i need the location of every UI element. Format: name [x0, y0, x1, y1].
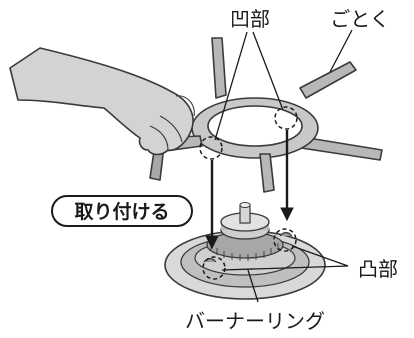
label-attach: 取り付ける: [74, 200, 169, 223]
leader-concave-right: [252, 31, 284, 111]
leader-concave-left: [214, 31, 248, 141]
trivet-arm-right: [299, 61, 357, 99]
leader-convex-right: [291, 245, 349, 267]
label-burner-ring: バーナーリング: [185, 309, 325, 333]
label-trivet: ごとく: [330, 7, 389, 31]
convex-highlight-right: [273, 228, 297, 252]
label-concave: 凹部: [230, 7, 270, 31]
sensor-pin-top: [239, 202, 251, 208]
convex-bump-right: [279, 231, 293, 237]
attach-badge: [51, 195, 193, 227]
glove-finger-line-2: [159, 115, 183, 143]
leader-trivet: [329, 29, 353, 73]
glove-thumb: [175, 95, 195, 117]
trivet-ring-inner: [207, 105, 303, 147]
label-convex: 凸部: [358, 257, 398, 281]
leader-convex-left: [221, 265, 349, 271]
arrow-right-head: [280, 207, 294, 222]
concave-highlight-right: [274, 106, 298, 130]
trivet-arm-front: [259, 153, 275, 193]
trivet-arm-back: [211, 37, 227, 99]
hand-glove-icon: [9, 47, 195, 156]
concave-highlight-left: [199, 136, 223, 160]
convex-highlight-left: [202, 256, 226, 280]
leader-burner-ring: [247, 269, 259, 303]
arrow-left-head: [205, 235, 219, 250]
glove: [9, 47, 194, 156]
burner-icon: [164, 202, 326, 300]
down-arrow-icon: [205, 130, 294, 250]
glove-finger-line-1: [149, 125, 169, 151]
